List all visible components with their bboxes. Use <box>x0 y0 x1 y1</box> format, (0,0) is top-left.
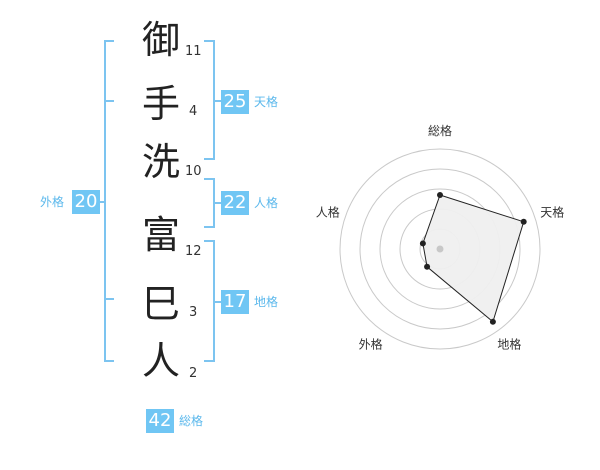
chikaku-connector <box>214 301 222 303</box>
gaikaku-bracket-tick-1 <box>104 100 114 102</box>
radar-ring-5 <box>339 148 541 350</box>
radar-point-4 <box>419 240 426 247</box>
stroke-count-2: 4 <box>189 104 198 119</box>
radar-axis-label-4: 人格 <box>316 205 340 220</box>
radar-axis-label-0: 総格 <box>428 123 452 138</box>
radar-point-1 <box>520 218 527 225</box>
radar-point-2 <box>489 318 496 325</box>
gaikaku-bracket-tick-2 <box>104 298 114 300</box>
radar-point-0 <box>437 192 443 198</box>
gaikaku-label: 外格 <box>40 195 65 209</box>
tenkaku-value-badge: 25 <box>221 90 249 114</box>
name-char-2: 手 <box>141 82 180 126</box>
stroke-count-6: 2 <box>189 366 198 381</box>
radar-point-3 <box>424 263 431 270</box>
jinkaku-connector <box>214 202 222 204</box>
radar-points <box>419 192 527 325</box>
chikaku-value-badge: 17 <box>221 290 249 314</box>
radar-ring-4 <box>359 168 521 330</box>
jinkaku-label: 人格 <box>254 196 279 210</box>
radar-axis-label-2: 地格 <box>497 336 521 351</box>
stroke-count-4: 12 <box>185 244 202 259</box>
name-char-3: 洗 <box>141 140 180 184</box>
name-char-6: 人 <box>141 339 180 383</box>
soukaku-value-badge: 42 <box>146 409 174 433</box>
tenkaku-label: 天格 <box>254 95 279 109</box>
gaikaku-bracket <box>104 40 114 362</box>
radar-axis-label-1: 天格 <box>540 205 564 220</box>
chikaku-label: 地格 <box>254 295 279 309</box>
gaikaku-connector <box>96 201 105 203</box>
radar-axis-label-3: 外格 <box>359 336 383 351</box>
name-char-5: 巳 <box>141 282 180 326</box>
tenkaku-connector <box>214 100 222 102</box>
radar-series-area <box>422 194 525 323</box>
name-char-1: 御 <box>141 18 180 62</box>
jinkaku-value-badge: 22 <box>221 191 249 215</box>
stroke-count-1: 11 <box>185 44 202 59</box>
stroke-count-3: 10 <box>185 164 202 179</box>
soukaku-label: 総格 <box>179 414 204 428</box>
radar-center-dot <box>436 245 444 253</box>
name-char-4: 富 <box>141 213 180 257</box>
gaikaku-value-badge: 20 <box>72 190 100 214</box>
stroke-count-5: 3 <box>189 305 198 320</box>
